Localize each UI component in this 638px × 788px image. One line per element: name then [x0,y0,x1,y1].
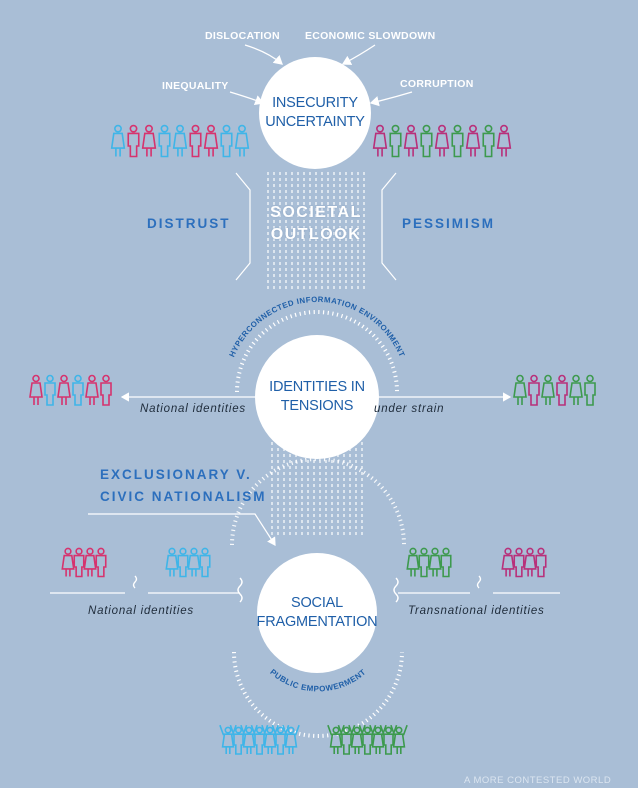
under-strain-caption: under strain [374,403,445,415]
person-figure [465,124,481,157]
person-figure [172,124,188,157]
person-figure [440,547,452,578]
dotted-connector-columns [267,172,365,536]
person-figure [482,124,495,158]
person-figure [240,724,258,754]
person-figure [428,547,442,577]
person-figure [535,547,547,578]
pressure-corruption: CORRUPTION [400,78,474,90]
person-figure [569,374,583,405]
person-figure [282,724,300,754]
distrust-label: DISTRUST [147,216,231,231]
insecurity-label: INSECURITY [272,95,358,111]
transnational-identities-caption: Transnational identities [408,605,545,617]
pressure-arrows [229,44,413,107]
exclusionary-heading-line2: CIVIC NATIONALISM [100,489,267,504]
exclusionary-heading-line1: EXCLUSIONARY V. [100,467,252,482]
person-figure [177,547,189,578]
person-figure [451,124,464,158]
societal-outlook: SOCIETAL OUTLOOK [264,202,368,246]
person-figure [261,724,279,754]
person-figure [95,547,107,578]
social-label: SOCIAL [291,595,343,611]
person-figure [523,547,537,577]
person-figure [187,547,201,577]
person-figure [141,124,157,157]
person-figure [100,374,112,406]
person-figure [556,374,568,406]
person-figure [29,374,43,405]
societal-label: SOCIETAL [270,204,362,221]
person-figure [189,124,202,158]
person-figure [271,724,290,755]
person-figure [528,374,540,406]
national-identities-caption: National identities [88,605,194,617]
person-figure [420,124,433,158]
person-figure [165,547,179,577]
person-figure [234,124,250,157]
person-figure [158,124,171,158]
person-figure [403,124,419,157]
person-figure [541,374,555,405]
person-figure [348,724,366,754]
person-figure [61,547,75,577]
uncertainty-label: UNCERTAINTY [265,114,365,130]
insecurity-uncertainty-circle: INSECURITY UNCERTAINTY [259,57,371,169]
people-groups [29,124,596,755]
pessimism-label: PESSIMISM [402,216,496,231]
person-figure [372,124,388,157]
identities-tensions-circle: IDENTITIES IN TENSIONS [255,335,379,459]
person-figure [501,547,515,577]
person-figure [219,724,237,754]
dashed-arcs [230,310,406,738]
wavy-separators [132,575,482,603]
pressure-dislocation: DISLOCATION [205,30,280,42]
person-figure [584,374,596,406]
footer-title: A MORE CONTESTED WORLD [464,775,612,786]
person-figure [57,374,71,405]
tensions-label: TENSIONS [280,398,354,414]
person-figure [513,374,527,405]
person-figure [337,724,356,755]
person-figure [44,374,56,406]
social-fragmentation-circle: SOCIAL FRAGMENTATION [256,553,378,673]
pressure-inequality: INEQUALITY [162,80,229,92]
national-identities-strain-caption: National identities [140,403,246,415]
person-figure [496,124,512,157]
person-figure [199,547,211,578]
person-figure [389,124,402,158]
person-figure [327,724,345,754]
pressure-economic-slowdown: ECONOMIC SLOWDOWN [305,30,436,42]
person-figure [73,547,85,578]
person-figure [220,124,233,158]
person-figure [110,124,126,157]
outlook-label: OUTLOOK [270,226,362,243]
person-figure [83,547,97,577]
person-figure [434,124,450,157]
outlook-brackets [235,172,397,281]
person-figure [85,374,99,405]
person-figure [369,724,387,754]
person-figure [406,547,420,577]
person-figure [72,374,84,406]
identities-in-label: IDENTITIES IN [269,379,365,395]
person-figure [127,124,140,158]
fragmentation-label: FRAGMENTATION [256,614,378,630]
person-figure [418,547,430,578]
person-figure [513,547,525,578]
person-figure [203,124,219,157]
tension-arrows [50,392,560,594]
person-figure [390,724,408,754]
